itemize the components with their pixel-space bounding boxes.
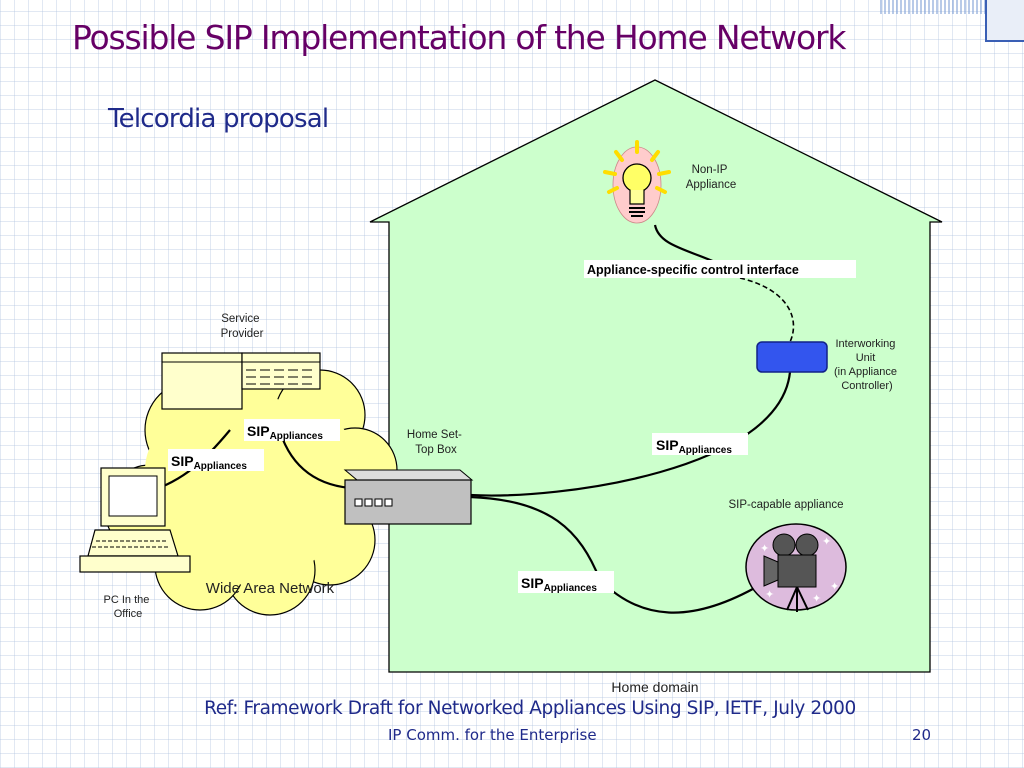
sip-capable-appliance-label: SIP-capable appliance [728, 499, 843, 511]
sip-label-pc: SIPAppliances [168, 449, 264, 472]
slide-subtitle: Telcordia proposal [108, 104, 329, 134]
slide-title: Possible SIP Implementation of the Home … [72, 18, 846, 57]
svg-text:SIPAppliances: SIPAppliances [521, 575, 597, 594]
interworking-unit-box [756, 341, 828, 373]
interworking-unit-label: Interworking Unit (in Appliance Controll… [834, 338, 900, 392]
svg-text:SIPAppliances: SIPAppliances [247, 423, 323, 442]
wan-label: Wide Area Network [206, 580, 335, 597]
pc-office-label: PC In the Office [104, 594, 153, 620]
sip-label-house-upper: SIPAppliances [652, 433, 748, 456]
non-ip-appliance-label: Non-IP Appliance [686, 164, 737, 191]
svg-text:✦: ✦ [812, 592, 821, 605]
reference-text: Ref: Framework Draft for Networked Appli… [204, 698, 856, 719]
set-top-box [343, 469, 474, 525]
footer-text: IP Comm. for the Enterprise [388, 726, 597, 744]
page-number: 20 [912, 726, 932, 744]
control-interface-label-bg [584, 260, 856, 278]
home-domain-label: Home domain [611, 679, 698, 695]
camera-icon: ✦ ✦ ✦ ✦ ✦ [745, 523, 847, 612]
sip-label-provider: SIPAppliances [244, 419, 340, 442]
svg-text:✦: ✦ [830, 580, 839, 593]
lightbulb-icon [603, 140, 671, 224]
set-top-box-label: Home Set- Top Box [407, 429, 465, 456]
control-interface-label: Appliance-specific control interface [587, 263, 799, 277]
office-pc [79, 467, 191, 573]
top-decorative-band [880, 0, 985, 14]
svg-text:✦: ✦ [765, 588, 774, 601]
svg-text:✦: ✦ [760, 542, 769, 555]
svg-text:✦: ✦ [822, 535, 831, 548]
sip-label-house-lower: SIPAppliances [518, 571, 614, 594]
svg-text:SIPAppliances: SIPAppliances [656, 437, 732, 456]
service-provider-label: Service Provider [221, 313, 264, 340]
service-provider-server [161, 352, 321, 410]
svg-text:SIPAppliances: SIPAppliances [171, 453, 247, 472]
corner-decoration [985, 0, 1024, 42]
